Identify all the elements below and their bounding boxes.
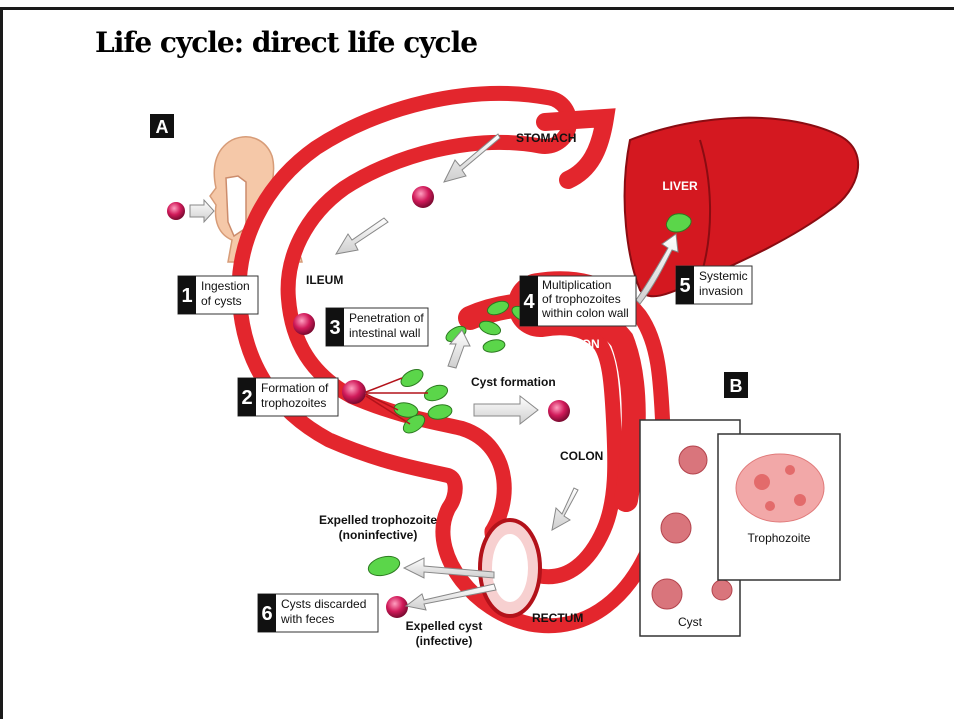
step-3-callout: 3 Penetration of intestinal wall: [326, 308, 428, 346]
svg-text:B: B: [730, 376, 743, 396]
step-4-callout: 4 Multiplication of trophozoites within …: [520, 276, 636, 326]
colon-label: COLON: [560, 449, 603, 463]
svg-text:Cysts discarded: Cysts discarded: [281, 597, 366, 611]
svg-text:Ingestion: Ingestion: [201, 279, 250, 293]
svg-text:5: 5: [679, 275, 690, 297]
svg-text:2: 2: [241, 387, 252, 409]
svg-text:within colon wall: within colon wall: [541, 306, 629, 320]
trophozoite-caption: Trophozoite: [748, 531, 811, 545]
ileum-cyst: [293, 313, 315, 335]
svg-text:4: 4: [523, 291, 535, 313]
cyst-caption: Cyst: [678, 615, 703, 629]
expelled-trophozoite-label: Expelled trophozoite: [319, 513, 437, 527]
svg-text:3: 3: [329, 317, 340, 339]
svg-text:invasion: invasion: [699, 284, 743, 298]
svg-text:intestinal wall: intestinal wall: [349, 326, 420, 340]
panel-a-label: A: [150, 114, 174, 138]
svg-text:of trophozoites: of trophozoites: [542, 292, 621, 306]
ingestion-arrow: [190, 200, 214, 222]
trophozoite-micrograph: Trophozoite: [718, 434, 840, 580]
expelled-cyst-note: (infective): [416, 634, 473, 648]
step-2-callout: 2 Formation of trophozoites: [238, 378, 338, 416]
rectum-label: RECTUM: [532, 611, 583, 625]
svg-text:Formation of: Formation of: [261, 381, 329, 395]
svg-text:Multiplication: Multiplication: [542, 278, 611, 292]
step-6-callout: 6 Cysts discarded with feces: [258, 594, 378, 632]
svg-text:1: 1: [181, 285, 192, 307]
expelled-cyst: [386, 596, 408, 618]
liver-label: LIVER: [662, 179, 698, 193]
colon-wall-label-line1: COLON: [556, 337, 599, 351]
ileum-arrow: [336, 218, 388, 254]
svg-text:Systemic: Systemic: [699, 269, 748, 283]
ingested-cyst: [167, 202, 185, 220]
colon-wall-label-line2: WALL: [561, 352, 595, 366]
step-5-callout: 5 Systemic invasion: [676, 266, 752, 304]
excysting-cyst: [342, 380, 366, 404]
ileum-label: ILEUM: [306, 273, 343, 287]
stomach-cyst: [412, 186, 434, 208]
svg-text:of cysts: of cysts: [201, 294, 242, 308]
cyst-formation-arrow: [474, 396, 538, 424]
svg-text:trophozoites: trophozoites: [261, 396, 326, 410]
expelled-cyst-label: Expelled cyst: [406, 619, 483, 633]
rectum-opening: [480, 520, 540, 616]
cyst-formation-label: Cyst formation: [471, 375, 556, 389]
panel-b-label: B: [724, 372, 748, 398]
svg-text:with feces: with feces: [280, 612, 334, 626]
svg-text:A: A: [156, 117, 169, 137]
colon-cyst: [548, 400, 570, 422]
svg-text:Penetration of: Penetration of: [349, 311, 424, 325]
svg-text:6: 6: [261, 603, 272, 625]
stomach-label: STOMACH: [516, 131, 576, 145]
step-1-callout: 1 Ingestion of cysts: [178, 276, 258, 314]
expelled-trophozoite-note: (noninfective): [339, 528, 418, 542]
colon-arrow: [552, 488, 578, 530]
